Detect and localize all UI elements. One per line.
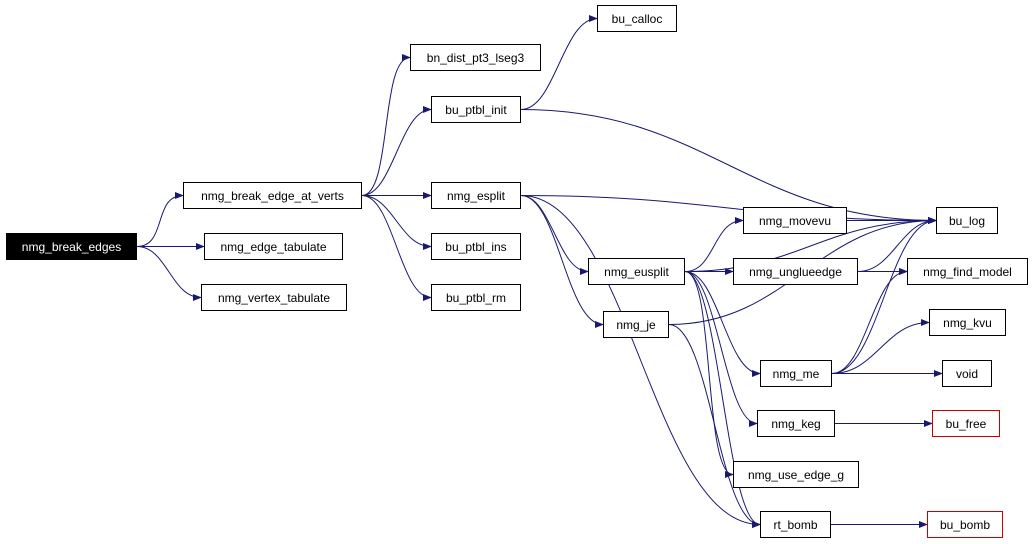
node-bn-dist-pt3-lseg3[interactable]: bn_dist_pt3_lseg3	[410, 44, 541, 71]
node-bu-bomb[interactable]: bu_bomb	[927, 511, 1003, 538]
node-bu-ptbl-init[interactable]: bu_ptbl_init	[431, 96, 521, 123]
edge-nmg_break_edge_at_verts-to-bu_ptbl_rm	[361, 195, 432, 302]
node-nmg-break-edge-at-verts[interactable]: nmg_break_edge_at_verts	[183, 182, 362, 209]
edge-nmg_esplit-to-bu_log	[520, 195, 937, 225]
node-void[interactable]: void	[942, 360, 992, 387]
edge-nmg_break_edge_at_verts-to-bu_ptbl_ins	[361, 195, 432, 251]
node-bu-log[interactable]: bu_log	[936, 207, 998, 234]
node-rt-bomb[interactable]: rt_bomb	[760, 511, 831, 538]
node-nmg-kvu[interactable]: nmg_kvu	[929, 309, 1006, 336]
node-nmg-movevu[interactable]: nmg_movevu	[743, 207, 847, 234]
edge-nmg_unglueedge-to-bu_log	[857, 216, 937, 272]
node-bu-calloc[interactable]: bu_calloc	[597, 5, 677, 32]
node-nmg-keg[interactable]: nmg_keg	[757, 410, 835, 437]
node-nmg-use-edge-g[interactable]: nmg_use_edge_g	[733, 461, 859, 488]
edge-nmg_break_edges-to-nmg_vertex_tabulate	[136, 246, 202, 302]
node-nmg-edge-tabulate[interactable]: nmg_edge_tabulate	[204, 233, 343, 260]
node-nmg-eusplit[interactable]: nmg_eusplit	[588, 258, 685, 285]
edge-bu_ptbl_init-to-bu_log	[520, 109, 937, 225]
edge-nmg_me-to-nmg_kvu	[831, 318, 930, 374]
node-nmg-je[interactable]: nmg_je	[603, 311, 669, 338]
node-nmg-break-edges[interactable]: nmg_break_edges	[6, 233, 137, 260]
node-nmg-vertex-tabulate[interactable]: nmg_vertex_tabulate	[201, 284, 347, 311]
edge-nmg_eusplit-to-nmg_keg	[684, 271, 758, 428]
edge-nmg_esplit-to-rt_bomb	[520, 195, 761, 529]
edge-nmg_me-to-nmg_find_model	[831, 267, 908, 374]
node-bu-free[interactable]: bu_free	[932, 410, 1000, 437]
node-bu-ptbl-ins[interactable]: bu_ptbl_ins	[431, 233, 521, 260]
edge-nmg_je-to-rt_bomb	[668, 324, 761, 529]
node-nmg-me[interactable]: nmg_me	[760, 360, 832, 387]
edge-nmg_esplit-to-nmg_je	[520, 195, 604, 329]
edge-nmg_break_edge_at_verts-to-bu_ptbl_init	[361, 105, 432, 196]
edge-nmg_eusplit-to-nmg_me	[684, 271, 761, 378]
edge-nmg_me-to-bu_log	[831, 216, 937, 374]
edge-nmg_eusplit-to-nmg_movevu	[684, 216, 744, 272]
node-nmg-esplit[interactable]: nmg_esplit	[431, 182, 521, 209]
node-nmg-unglueedge[interactable]: nmg_unglueedge	[733, 258, 858, 285]
node-nmg-find-model[interactable]: nmg_find_model	[907, 258, 1028, 285]
node-bu-ptbl-rm[interactable]: bu_ptbl_rm	[431, 284, 521, 311]
edge-nmg_eusplit-to-bu_log	[684, 216, 937, 272]
edge-nmg_break_edge_at_verts-to-bn_dist_pt3_lseg3	[361, 53, 411, 196]
edge-nmg_eusplit-to-rt_bomb	[684, 271, 761, 529]
edge-nmg_eusplit-to-nmg_use_edge_g	[684, 271, 734, 479]
edge-bu_ptbl_init-to-bu_calloc	[520, 14, 598, 110]
edge-nmg_break_edges-to-nmg_break_edge_at_verts	[136, 191, 184, 247]
